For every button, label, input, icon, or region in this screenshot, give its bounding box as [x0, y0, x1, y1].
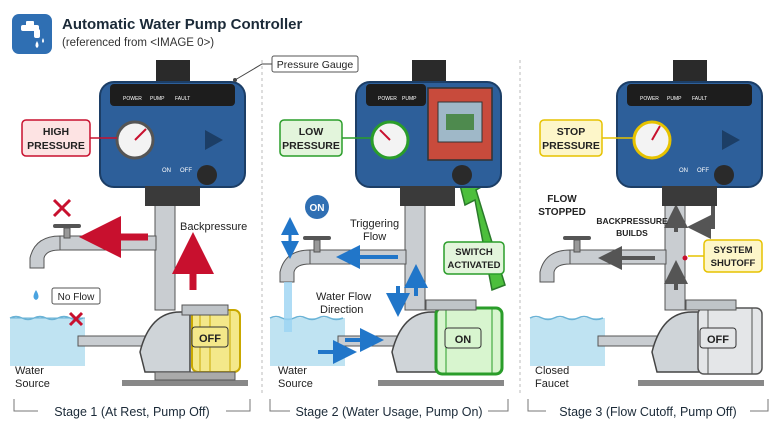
stage1-power-button: POWER: [123, 96, 142, 102]
pressure-gauge-callout: Pressure Gauge: [277, 59, 354, 71]
caption-brackets: [13, 399, 769, 419]
switch-activated-line1: SWITCH: [455, 247, 493, 258]
stage2-pressure-line2: PRESSURE: [282, 140, 340, 152]
stage2-caption: Stage 2 (Water Usage, Pump On): [295, 405, 482, 419]
stage3-on-label: ON: [679, 168, 688, 174]
stage-2-panel: Pressure Gauge ON: [233, 55, 506, 390]
stage1-no-flow-label: No Flow: [58, 292, 95, 303]
system-shutoff-line2: SHUTOFF: [711, 258, 756, 269]
backpressure-builds-line1: BACKPRESSURE: [596, 216, 668, 226]
triggering-flow-line1: Triggering: [350, 218, 399, 230]
panel-dividers: [261, 60, 521, 395]
backpressure-builds-line2: BUILDS: [616, 228, 648, 238]
stage1-backpressure-label: Backpressure: [180, 221, 247, 233]
stage1-water-source-line2: Source: [15, 378, 50, 390]
stage-1-panel: OFF: [9, 60, 248, 390]
stage1-faucet-icon: [29, 224, 157, 269]
stage2-controller: [355, 60, 502, 206]
stage3-pressure-line2: PRESSURE: [542, 140, 600, 152]
stage1-water-source-line1: Water: [15, 365, 44, 377]
closed-faucet-line1: Closed: [535, 365, 569, 377]
stage3-fault-button: FAULT: [692, 96, 707, 102]
stage3-caption: Stage 3 (Flow Cutoff, Pump Off): [559, 405, 736, 419]
closed-faucet-line2: Faucet: [535, 378, 569, 390]
system-shutoff-line1: SYSTEM: [713, 245, 752, 256]
stage1-inlet-x-mark-icon: [68, 311, 84, 327]
stage3-off-label: OFF: [697, 168, 709, 174]
water-flow-line1: Water Flow: [316, 291, 371, 303]
stage2-pressure-line1: LOW: [299, 126, 324, 138]
stage3-controller: [616, 60, 763, 206]
water-flow-line2: Direction: [320, 304, 363, 316]
stage1-caption: Stage 1 (At Rest, Pump Off): [54, 405, 209, 419]
on-badge-label: ON: [310, 203, 325, 214]
stage3-pump-button: PUMP: [667, 96, 682, 102]
stage2-water-source-line1: Water: [278, 365, 307, 377]
flow-stopped-line2: STOPPED: [538, 207, 586, 218]
pump-body: [139, 304, 241, 381]
stage1-pump-button: PUMP: [150, 96, 165, 102]
water-stream: [284, 282, 292, 332]
stage2-pump-button: PUMP: [402, 96, 417, 102]
stage1-x-mark-icon: [52, 198, 72, 218]
stage1-pressure-line1: HIGH: [43, 126, 69, 138]
stage2-water-source-tank: [269, 315, 345, 366]
water-source-tank: [9, 315, 85, 366]
stage1-motor-label: OFF: [199, 333, 221, 345]
water-drop-icon: [33, 290, 39, 300]
stage2-faucet-icon: [279, 236, 407, 283]
stage3-water-source-tank: [529, 315, 605, 366]
stage1-no-flow-box: [51, 287, 101, 305]
stage1-pressure-line2: PRESSURE: [27, 140, 85, 152]
stage1-fault-button: FAULT: [175, 96, 190, 102]
faucet-logo-icon: [12, 14, 52, 54]
page-subtitle: (referenced from <IMAGE 0>): [62, 37, 215, 49]
stage1-controller: [99, 60, 246, 206]
stage3-motor-label: OFF: [707, 334, 729, 346]
triggering-flow-line2: Flow: [363, 231, 386, 243]
switch-activated-box: [443, 241, 505, 275]
stage1-on-label: ON: [162, 168, 171, 174]
stage2-water-source-line2: Source: [278, 378, 313, 390]
switch-activated-line2: ACTIVATED: [448, 260, 501, 271]
shutoff-point: [682, 255, 688, 261]
stage3-pressure-line1: STOP: [557, 126, 585, 138]
stage2-power-button: POWER: [378, 96, 397, 102]
ground-hatch: [122, 380, 248, 386]
on-badge: [305, 195, 329, 219]
stage2-motor-label: ON: [455, 334, 472, 346]
stage-3-panel: OFF POWER PUMP FAULT O: [529, 60, 764, 390]
stage3-power-button: POWER: [640, 96, 659, 102]
stage3-backpressure-arrows: [598, 204, 715, 290]
stage2-flow-arrows: [281, 217, 428, 364]
page-title: Automatic Water Pump Controller: [62, 16, 303, 33]
flow-stopped-line1: FLOW: [547, 194, 577, 205]
stage1-off-label: OFF: [180, 168, 192, 174]
